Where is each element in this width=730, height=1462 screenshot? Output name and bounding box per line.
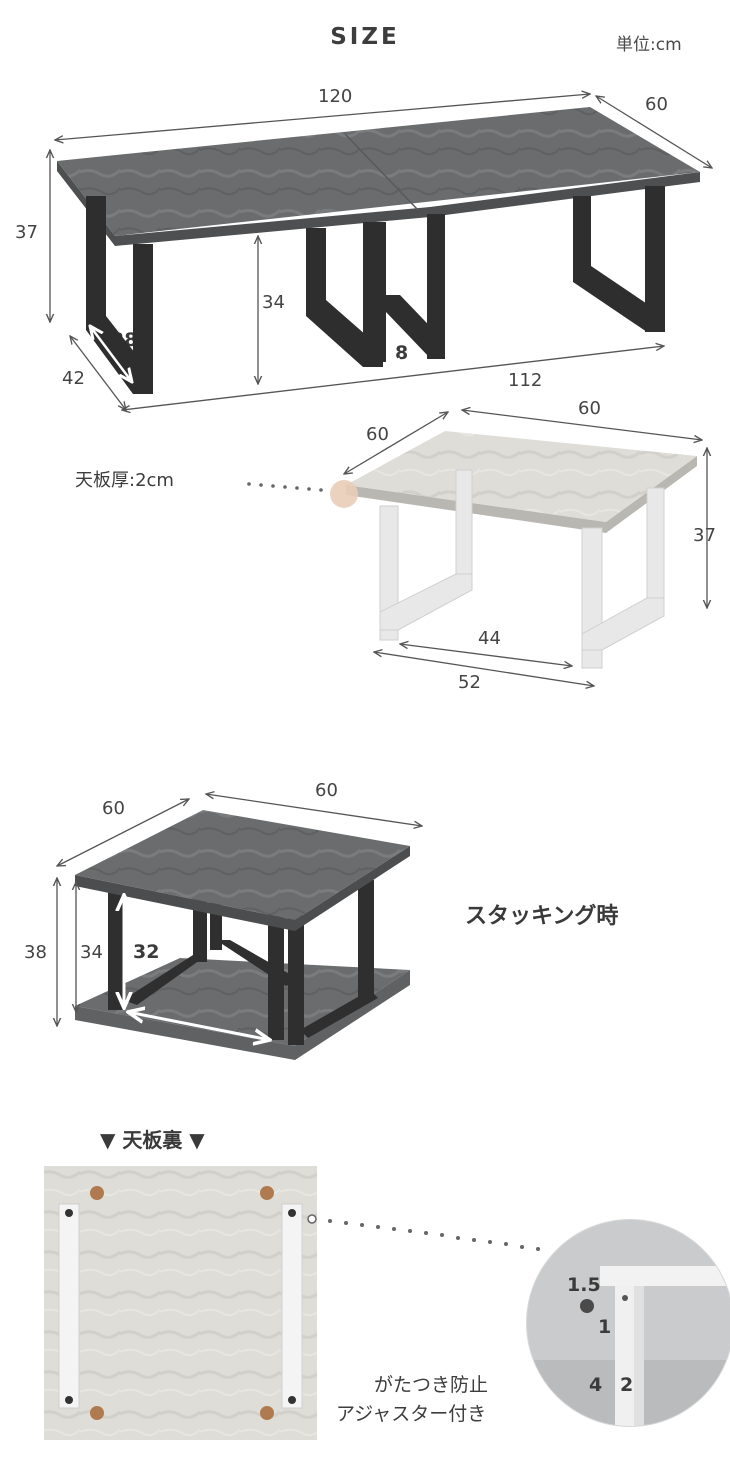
unit-label: 単位:cm (616, 35, 682, 55)
small-table-drawing (247, 410, 707, 686)
long-height-label: 37 (15, 222, 38, 243)
stacked-table-drawing (57, 794, 422, 1060)
stacked-total-height-label: 38 (24, 942, 47, 963)
underside-drawing (44, 1166, 730, 1440)
stacked-inner-height-label: 32 (133, 941, 160, 963)
page-title: SIZE (330, 24, 400, 50)
long-leg-height-label: 34 (262, 292, 285, 313)
stacking-caption: スタッキング時 (465, 904, 619, 929)
underside-section-title: ▼ 天板裏 ▼ (100, 1128, 205, 1152)
adjuster-dim-d: 2 (620, 1374, 634, 1396)
adjuster-dim-a: 1.5 (567, 1274, 601, 1296)
stacked-upper-height-label: 34 (80, 942, 103, 963)
adjuster-caption-line1: がたつき防止 (374, 1374, 489, 1396)
adjuster-dim-c: 4 (589, 1374, 603, 1396)
long-table-drawing (50, 94, 712, 410)
adjuster-dim-b: 1 (598, 1316, 612, 1338)
adjuster-caption-line2: アジャスター付き (336, 1403, 487, 1425)
top-thickness-note: 天板厚:2cm (75, 470, 174, 491)
